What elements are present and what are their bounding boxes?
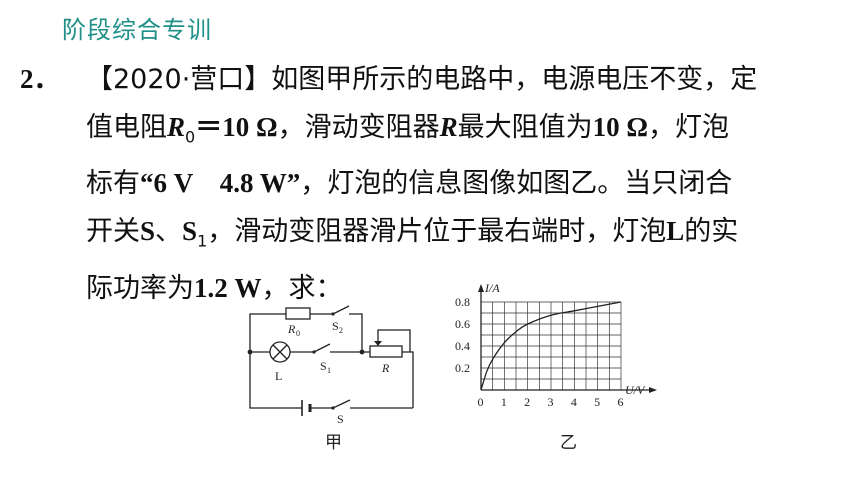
label-r0: R — [287, 322, 296, 336]
text-segment: ，滑动变阻器滑片位于最右端时，灯泡 — [207, 215, 667, 247]
problem-line-3: 标有“6 V 4.8 W”，灯泡的信息图像如图乙。当只闭合 — [20, 160, 830, 208]
rheostat-r — [369, 345, 403, 358]
var-r0-sub: 0 — [185, 126, 196, 146]
switch-s2-pivot — [331, 312, 335, 316]
wire-bottom-left — [249, 352, 302, 409]
switch-s-blade — [332, 399, 351, 409]
value-r-max: 10 Ω — [592, 111, 648, 142]
text-segment: 际功率为 — [86, 272, 194, 304]
x-tick-label: 5 — [594, 395, 600, 409]
y-axis-label: I/A — [484, 281, 500, 295]
circuit-svg: R 0 S 2 L S 1 R S — [247, 305, 414, 426]
iv-graph-svg: 0.8 0.6 0.4 0.2 0 1 2 3 4 5 6 I/A U/V — [455, 281, 657, 409]
slider-arrowhead — [374, 341, 382, 346]
wire-s2-right — [349, 313, 363, 352]
lamp-l: L — [666, 215, 685, 246]
y-tick-label: 0.2 — [455, 361, 470, 375]
switch-s1-pivot — [312, 350, 316, 354]
var-r: R — [439, 111, 458, 142]
problem-number: 2． — [20, 64, 61, 94]
switch-s: S — [140, 215, 156, 246]
text-segment: ，灯泡的信息图像如图乙。当只闭合 — [300, 168, 733, 200]
problem-text: 2．【2020·营口】如图甲所示的电路中，电源电压不变，定 值电阻R0＝10 Ω… — [20, 56, 830, 312]
var-r0: R — [167, 111, 186, 142]
lamp-rating: “6 V 4.8 W” — [140, 168, 301, 199]
problem-line-5: 际功率为1.2 W，求： — [20, 265, 830, 313]
label-lamp: L — [275, 369, 282, 383]
label-s1-sub: 1 — [327, 366, 331, 375]
x-tick-label: 4 — [571, 395, 577, 409]
x-tick-label: 0 — [478, 395, 484, 409]
label-s1: S — [320, 359, 327, 373]
value-r0: ＝10 Ω — [195, 111, 278, 142]
text-segment: 如图甲所示的电路中，电源电压不变，定 — [271, 64, 758, 95]
y-tick-label: 0.8 — [455, 295, 470, 309]
x-tick-label: 2 — [524, 395, 530, 409]
iv-curve-series — [480, 301, 622, 391]
resistor-r0 — [285, 307, 311, 320]
grid-layer — [481, 301, 622, 390]
x-tick-label: 6 — [618, 395, 624, 409]
switch-s1: S — [182, 215, 198, 246]
problem-line-1: 2． 【2020·营口】如图甲所示的电路中，电源电压不变，定 — [20, 56, 830, 104]
problem-source: 【2020·营口】 — [86, 64, 272, 95]
switch-s1-sub: 1 — [197, 231, 208, 251]
circuit-diagram: R 0 S 2 L S 1 R S — [238, 296, 428, 426]
label-switch: S — [337, 412, 344, 426]
text-segment: 开关 — [86, 215, 140, 247]
label-s2: S — [332, 319, 339, 333]
text-segment: 、 — [155, 215, 183, 247]
circuit-caption: 甲 — [325, 433, 342, 453]
slider-wire — [377, 329, 411, 352]
text-segment: 值电阻 — [86, 111, 167, 143]
x-tick-label: 1 — [501, 395, 507, 409]
switch-s1-blade — [313, 343, 331, 353]
actual-power: 1.2 W — [194, 272, 262, 303]
junction-left — [247, 349, 253, 355]
wire-top-left — [249, 313, 286, 352]
page-header: 阶段综合专训 — [62, 16, 212, 44]
junction-right — [359, 349, 365, 355]
label-r0-sub: 0 — [296, 329, 300, 338]
text-segment: ，灯泡 — [647, 111, 729, 143]
text-segment: 最大阻值为 — [457, 111, 593, 143]
lamp-cross-b — [272, 344, 288, 360]
label-rheostat: R — [381, 361, 390, 375]
switch-s-pivot — [331, 406, 335, 410]
label-s2-sub: 2 — [339, 326, 343, 335]
iv-graph: 0.8 0.6 0.4 0.2 0 1 2 3 4 5 6 I/A U/V — [445, 280, 660, 418]
y-tick-label: 0.6 — [455, 317, 470, 331]
y-axis-arrow — [478, 284, 484, 292]
text-segment: 的实 — [684, 215, 739, 247]
problem-line-2: 值电阻R0＝10 Ω，滑动变阻器R最大阻值为10 Ω，灯泡 — [20, 104, 830, 161]
wire-right — [402, 351, 414, 408]
y-tick-label: 0.4 — [455, 339, 470, 353]
switch-s2-blade — [332, 305, 350, 315]
problem-line-4: 开关S、S1，滑动变阻器滑片位于最右端时，灯泡L的实 — [20, 208, 830, 265]
tick-layer: 0.8 0.6 0.4 0.2 0 1 2 3 4 5 6 — [455, 295, 624, 409]
axis-layer — [478, 284, 657, 393]
text-segment: ，滑动变阻器 — [277, 111, 440, 143]
text-segment: 标有 — [86, 168, 140, 200]
text-segment: ，求： — [261, 272, 343, 304]
x-axis-label: U/V — [625, 383, 646, 397]
graph-caption: 乙 — [560, 433, 577, 453]
x-axis-arrow — [649, 387, 657, 393]
x-tick-label: 3 — [548, 395, 554, 409]
